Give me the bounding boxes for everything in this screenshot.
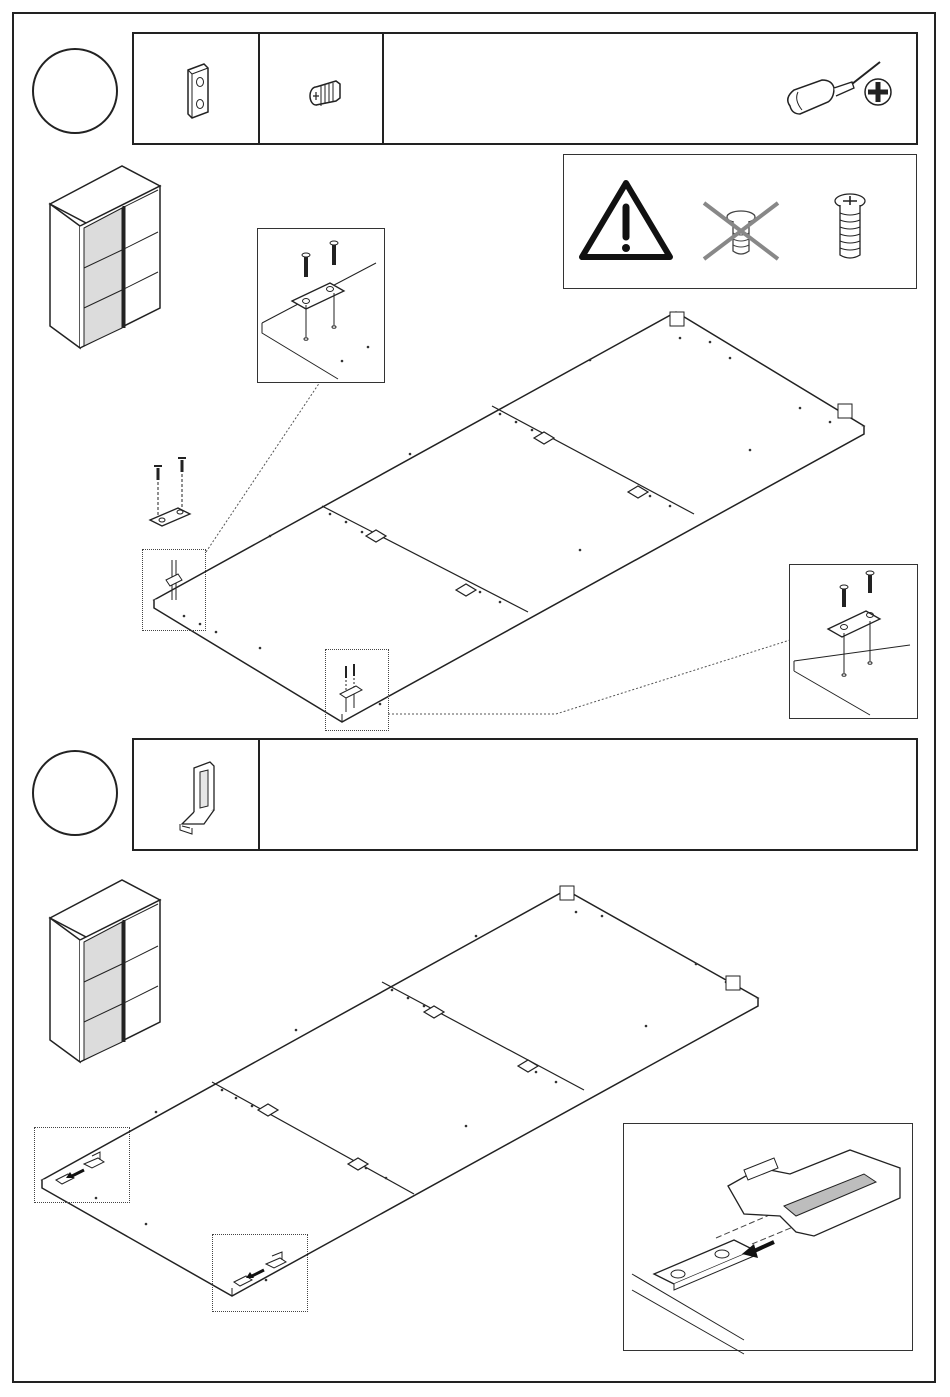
- step-2-parts-box: [132, 738, 918, 851]
- detail-zoom-step2-art: [624, 1124, 914, 1352]
- detail-zoom-right-art: [790, 565, 919, 720]
- slide-guide-left: [40, 1140, 130, 1200]
- bracket-icon: [134, 740, 260, 850]
- detail-zoom-top-art: [258, 229, 386, 384]
- detail-zoom-right: [789, 564, 918, 719]
- part-cell-bracket: [134, 740, 260, 849]
- detail-zoom-step2: [623, 1123, 913, 1351]
- step-2-circle: [32, 750, 118, 836]
- detail-zoom-top: [257, 228, 385, 383]
- slide-guide-bottom: [218, 1246, 308, 1306]
